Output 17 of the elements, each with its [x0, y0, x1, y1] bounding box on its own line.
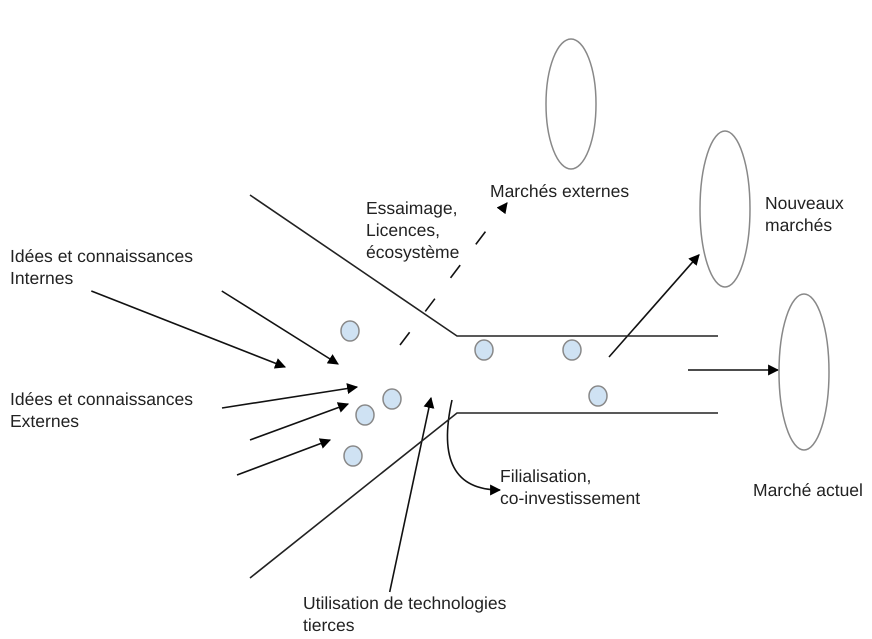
arrow [236, 438, 332, 476]
arrow [221, 290, 339, 365]
text-label: Idées et connaissances Internes [10, 245, 222, 291]
text-label: Marchés externes [490, 180, 650, 203]
arrow [608, 254, 700, 358]
arrow [222, 383, 358, 409]
arrow [446, 400, 502, 495]
arrow [688, 364, 780, 376]
text-label: Nouveaux marchés [765, 192, 865, 238]
text-label: Idées et connaissances Externes [10, 388, 222, 434]
text-label: Utilisation de technologies tierces [303, 592, 533, 638]
text-label: Marché actuel [753, 479, 871, 502]
arrow [91, 290, 286, 368]
arrow [388, 396, 434, 592]
text-label: Essaimage, Licences, écosystème [366, 197, 478, 265]
arrow [250, 402, 350, 441]
text-label: Filialisation, co-investissement [500, 465, 665, 511]
